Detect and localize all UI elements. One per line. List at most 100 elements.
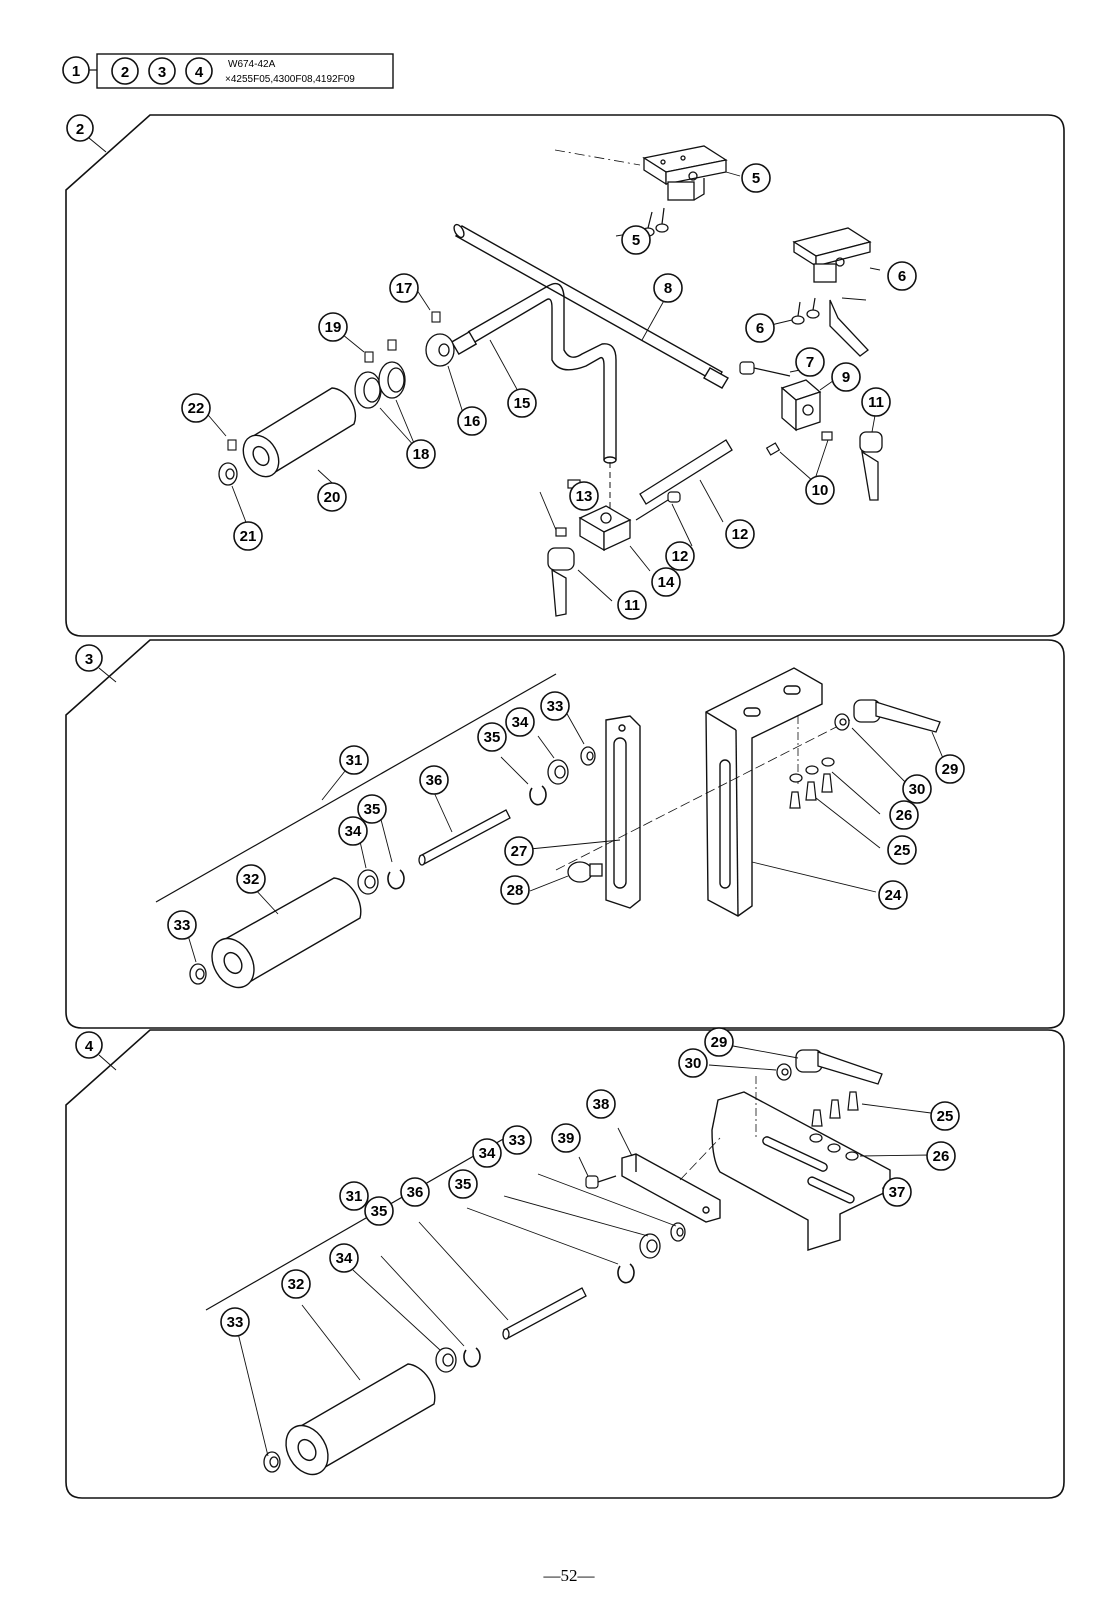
rings-19: [354, 361, 406, 409]
callout-bubble: [389, 273, 419, 303]
callout-number: 29: [711, 1034, 728, 1051]
lever-7: [829, 299, 869, 357]
callout-bubble: [502, 1125, 532, 1155]
bracket-right: [792, 227, 872, 283]
callout-number: 5: [632, 232, 640, 249]
washer-30-4: [776, 1063, 792, 1081]
callout-bubble: [477, 722, 507, 752]
lever-29-4: [795, 1049, 883, 1085]
selector-1: 1: [72, 63, 80, 80]
callout-bubble: [329, 1243, 359, 1273]
callout-bubble: [457, 406, 487, 436]
callout-number: 26: [896, 807, 913, 824]
callout-bubble: [586, 1089, 616, 1119]
callout-bubble: [678, 1048, 708, 1078]
assembly-31-line-4: [205, 1133, 513, 1311]
bracket-24: [705, 667, 823, 917]
callout-number: 15: [514, 395, 531, 412]
callout-bubble: [745, 313, 775, 343]
callout-bubble: [220, 1307, 250, 1337]
callout-number: 35: [364, 801, 381, 818]
callout-bubble: [935, 754, 965, 784]
clamp-15: [578, 505, 632, 552]
selector-box: [96, 53, 394, 89]
plate-38: [621, 1153, 721, 1223]
callout-bubble: [339, 745, 369, 775]
callout-bubble: [338, 816, 368, 846]
shaft-36-4: [502, 1287, 587, 1340]
callout-bubble: [236, 864, 266, 894]
bearing-34-right-4: [639, 1233, 661, 1259]
callout-bubble: [805, 475, 835, 505]
panel-3: 3: [65, 639, 1065, 1029]
callout-number: 21: [240, 528, 257, 545]
callout-number: 25: [894, 842, 911, 859]
lever-29: [853, 699, 941, 733]
callout-number: 37: [889, 1184, 906, 1201]
selector-3: 3: [158, 64, 166, 81]
callout-number: 13: [576, 488, 593, 505]
lever-11-left: [547, 547, 575, 617]
bracket-top: [642, 145, 728, 201]
callout-number: 35: [371, 1203, 388, 1220]
clip-35-left: [387, 869, 405, 890]
callout-number: 32: [243, 871, 260, 888]
rod-8: [453, 223, 729, 389]
callout-bubble: [406, 439, 436, 469]
collar-17: [425, 333, 455, 367]
panel-3-frame: [65, 639, 1065, 1029]
callout-number: 38: [593, 1096, 610, 1113]
callout-bubble: [621, 225, 651, 255]
washers-26: [789, 757, 835, 783]
set-screws: [227, 311, 441, 451]
callout-number: 28: [507, 882, 524, 899]
callout-bubble: [861, 387, 891, 417]
callout-number: 6: [756, 320, 764, 337]
callout-bubble: [651, 567, 681, 597]
callout-bubble: [617, 590, 647, 620]
callout-number: 26: [933, 1148, 950, 1165]
callout-number: 36: [407, 1184, 424, 1201]
callout-bubble: [181, 393, 211, 423]
callout-number: 10: [812, 482, 829, 499]
panel-2-frame: [65, 114, 1065, 637]
callout-number: 8: [664, 280, 672, 297]
callout-number: 32: [288, 1276, 305, 1293]
callout-number: 19: [325, 319, 342, 336]
bearing-34-left-4: [435, 1347, 457, 1373]
callout-number: 6: [898, 268, 906, 285]
assembly-31-line: [155, 673, 557, 903]
callout-bubble: [653, 273, 683, 303]
callout-number: 11: [868, 394, 884, 411]
callout-bubble: [505, 707, 535, 737]
callout-number: 35: [455, 1176, 472, 1193]
callout-bubble: [540, 691, 570, 721]
panel-2: 2: [65, 114, 1065, 637]
callout-number: 39: [558, 1130, 575, 1147]
callout-number: 25: [937, 1108, 954, 1125]
callout-number: 34: [479, 1145, 496, 1162]
ring-33-left: [189, 963, 207, 985]
screws-25-4: [811, 1091, 859, 1127]
washers-26-4: [809, 1133, 859, 1161]
callout-number: 12: [672, 548, 689, 565]
callout-bubble: [887, 835, 917, 865]
callout-bubble: [419, 765, 449, 795]
selector-4: 4: [195, 64, 204, 81]
callout-number: 33: [174, 917, 191, 934]
callout-number: 34: [345, 823, 362, 840]
panel-4-frame: [65, 1029, 1065, 1499]
panel-3-label: 3: [85, 651, 93, 668]
model-code: W674-42A: [228, 59, 276, 70]
clip-35-right-4: [617, 1263, 635, 1284]
washer-30: [834, 713, 850, 731]
roller-21: [242, 387, 357, 478]
callout-bubble: [551, 1123, 581, 1153]
callout-bubble: [233, 521, 263, 551]
bearing-34-left: [357, 869, 379, 895]
callout-number: 7: [806, 354, 814, 371]
clip-35-left-4: [463, 1347, 481, 1368]
